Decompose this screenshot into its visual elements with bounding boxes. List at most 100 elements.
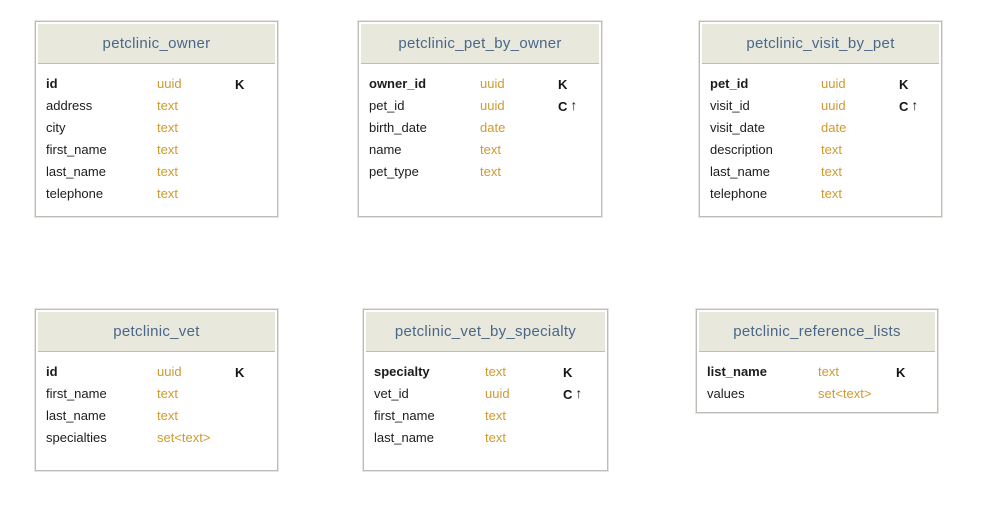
column-type: uuid [480, 98, 505, 113]
column-key-badge [896, 383, 899, 406]
column-row: city text [38, 117, 275, 139]
column-type: date [480, 120, 506, 135]
table-header[interactable]: petclinic_owner [38, 24, 275, 64]
table-card-petclinic_pet_by_owner[interactable]: petclinic_pet_by_owner owner_id uuid K p… [357, 20, 603, 218]
column-row: telephone text [38, 183, 275, 205]
table-columns: list_name text K values set<text> [699, 352, 935, 405]
table-header[interactable]: petclinic_vet_by_specialty [366, 312, 605, 352]
column-key-badge [235, 183, 238, 206]
column-name: telephone [710, 186, 768, 201]
column-type: uuid [821, 98, 846, 113]
column-key-badge [563, 427, 566, 450]
table-card-petclinic_visit_by_pet[interactable]: petclinic_visit_by_pet pet_id uuid K vis… [698, 20, 943, 218]
column-name: last_name [46, 408, 106, 423]
column-name: first_name [46, 142, 107, 157]
table-columns: id uuid K first_name text last_name text… [38, 352, 275, 449]
table-title: petclinic_visit_by_pet [746, 35, 895, 52]
column-type: text [821, 186, 842, 201]
table-card-petclinic_owner[interactable]: petclinic_owner id uuid K address text c… [34, 20, 279, 218]
column-row: last_name text [702, 161, 939, 183]
column-type: uuid [485, 386, 510, 401]
ascending-arrow-icon: ↑ [575, 385, 583, 401]
column-row: birth_date date [361, 117, 599, 139]
key-marker: K [896, 365, 906, 380]
column-row: list_name text K [699, 361, 935, 383]
column-name: last_name [46, 164, 106, 179]
column-key-badge [558, 117, 561, 140]
key-marker: C [899, 99, 909, 114]
column-type: text [157, 98, 178, 113]
table-columns: owner_id uuid K pet_id uuid C↑ birth_dat… [361, 64, 599, 183]
column-name: id [46, 76, 58, 91]
column-row: first_name text [38, 383, 275, 405]
column-key-badge [899, 183, 902, 206]
table-header[interactable]: petclinic_visit_by_pet [702, 24, 939, 64]
column-row: last_name text [38, 405, 275, 427]
column-row: pet_id uuid K [702, 73, 939, 95]
column-type: text [818, 364, 839, 379]
column-type: text [485, 430, 506, 445]
column-type: uuid [821, 76, 846, 91]
table-title: petclinic_pet_by_owner [398, 35, 562, 52]
column-key-badge: C↑ [558, 95, 577, 118]
column-name: id [46, 364, 58, 379]
column-name: last_name [710, 164, 770, 179]
column-key-badge [235, 139, 238, 162]
column-type: uuid [157, 364, 182, 379]
column-key-badge: K [899, 73, 911, 96]
table-header[interactable]: petclinic_pet_by_owner [361, 24, 599, 64]
column-name: city [46, 120, 66, 135]
column-row: values set<text> [699, 383, 935, 405]
column-key-badge [899, 161, 902, 184]
column-row: id uuid K [38, 73, 275, 95]
column-key-badge [235, 95, 238, 118]
column-key-badge [235, 427, 238, 450]
table-title: petclinic_owner [102, 35, 211, 52]
column-type: text [157, 408, 178, 423]
table-card-petclinic_vet[interactable]: petclinic_vet id uuid K first_name text … [34, 308, 279, 472]
key-marker: K [235, 365, 245, 380]
table-card-petclinic_reference_lists[interactable]: petclinic_reference_lists list_name text… [695, 308, 939, 414]
column-name: vet_id [374, 386, 409, 401]
column-key-badge: K [896, 361, 908, 384]
column-type: text [157, 120, 178, 135]
column-name: name [369, 142, 402, 157]
table-header[interactable]: petclinic_vet [38, 312, 275, 352]
column-row: vet_id uuid C↑ [366, 383, 605, 405]
column-row: last_name text [38, 161, 275, 183]
column-type: text [157, 186, 178, 201]
table-title: petclinic_reference_lists [733, 323, 901, 340]
column-name: pet_id [369, 98, 405, 113]
column-row: specialties set<text> [38, 427, 275, 449]
key-marker: K [235, 77, 245, 92]
column-key-badge [899, 117, 902, 140]
column-row: specialty text K [366, 361, 605, 383]
table-columns: pet_id uuid K visit_id uuid C↑ visit_dat… [702, 64, 939, 205]
column-type: set<text> [157, 430, 211, 445]
column-name: specialties [46, 430, 107, 445]
column-type: text [157, 386, 178, 401]
column-name: list_name [707, 364, 767, 379]
column-key-badge [558, 161, 561, 184]
column-key-badge: K [563, 361, 575, 384]
column-row: first_name text [38, 139, 275, 161]
table-title: petclinic_vet [113, 323, 200, 340]
column-row: description text [702, 139, 939, 161]
key-marker: K [563, 365, 573, 380]
column-row: first_name text [366, 405, 605, 427]
column-name: address [46, 98, 93, 113]
column-row: telephone text [702, 183, 939, 205]
table-header[interactable]: petclinic_reference_lists [699, 312, 935, 352]
column-name: pet_type [369, 164, 419, 179]
column-row: visit_date date [702, 117, 939, 139]
column-row: name text [361, 139, 599, 161]
column-key-badge [899, 139, 902, 162]
column-type: text [157, 142, 178, 157]
table-card-petclinic_vet_by_specialty[interactable]: petclinic_vet_by_specialty specialty tex… [362, 308, 609, 472]
column-type: set<text> [818, 386, 872, 401]
column-type: text [485, 364, 506, 379]
column-name: first_name [374, 408, 435, 423]
column-name: visit_date [710, 120, 765, 135]
column-name: birth_date [369, 120, 427, 135]
